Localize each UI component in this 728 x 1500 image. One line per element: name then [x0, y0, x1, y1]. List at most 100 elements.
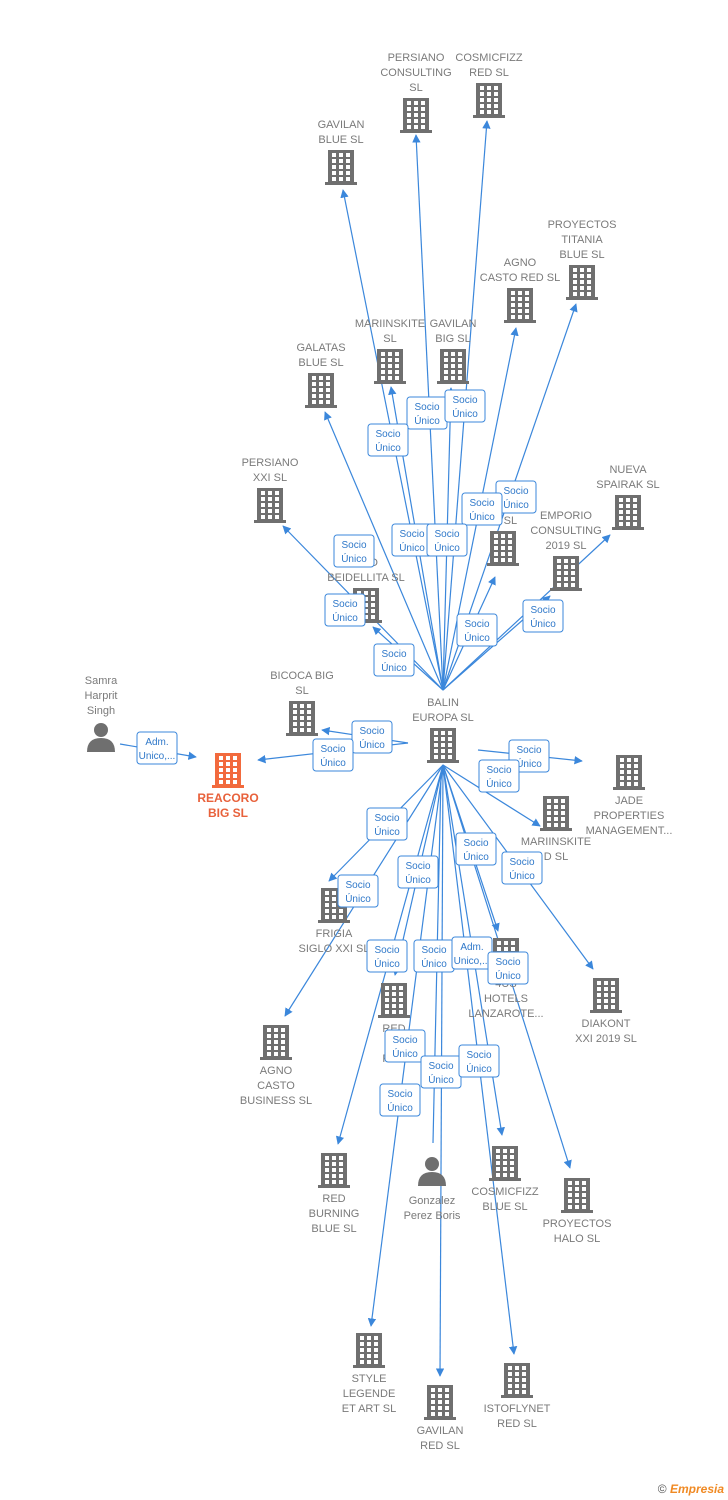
edge-label-text: Único — [359, 738, 385, 751]
node-label: CONSULTING — [530, 525, 601, 537]
node-gavilan-blue[interactable]: GAVILAN BLUE SL — [318, 119, 365, 185]
node-label: XXI 2019 SL — [575, 1033, 637, 1045]
building-icon — [254, 488, 286, 523]
edge-label-text: Único — [320, 756, 346, 769]
edge-label-text: Único — [464, 631, 490, 644]
node-label: BLUE SL — [311, 1223, 356, 1235]
edge-label-text: Socio — [399, 529, 424, 540]
node-mariinskite-red[interactable]: MARIINSKITE D SL — [521, 796, 591, 863]
node-jade[interactable]: JADEPROPERTIESMANAGEMENT... — [586, 755, 673, 837]
edge-labels-layer: SocioÚnicoSocioÚnicoSocioÚnicoSocioÚnico… — [136, 389, 564, 1117]
node-label: SIGLO XXI SL — [299, 943, 370, 955]
edge-label[interactable]: Adm.Unico,... — [451, 936, 493, 970]
edge-label-text: Único — [486, 777, 512, 790]
node-label: STYLE — [352, 1373, 387, 1385]
node-label: RED SL — [497, 1418, 537, 1430]
edge-label-text: Único — [495, 969, 521, 982]
node-label: RED SL — [420, 1440, 460, 1452]
node-label: BLUE SL — [318, 134, 363, 146]
edge-label-text: Único — [503, 498, 529, 511]
building-icon — [318, 1153, 350, 1188]
node-label: GAVILAN — [318, 119, 365, 131]
node-label: D SL — [544, 851, 568, 863]
edge-label-text: Único — [463, 850, 489, 863]
edge-label-box — [487, 951, 529, 985]
edge-label-text: Socio — [530, 605, 555, 616]
footer-brand[interactable]: © Empresia — [658, 1482, 724, 1496]
node-label: MANAGEMENT... — [586, 825, 673, 837]
edge-label-box — [478, 759, 520, 793]
building-icon — [374, 349, 406, 384]
edge-label-text: Único — [374, 825, 400, 838]
building-icon — [424, 1385, 456, 1420]
person-icon — [418, 1157, 446, 1186]
edge-label-text: Socio — [428, 1061, 453, 1072]
node-label: BIG SL — [435, 333, 470, 345]
edge-label-text: Socio — [341, 540, 366, 551]
edge-label[interactable]: Adm.Unico,... — [136, 731, 178, 765]
edge-label-text: Socio — [381, 649, 406, 660]
edge-label-text: Adm. — [145, 737, 168, 748]
edge-label-text: Único — [374, 957, 400, 970]
edge-label-text: Socio — [359, 726, 384, 737]
edge-label-text: Socio — [387, 1089, 412, 1100]
edge-label-text: Socio — [434, 529, 459, 540]
building-icon — [504, 288, 536, 323]
node-label: MARIINSKITE — [521, 836, 591, 848]
building-icon — [566, 265, 598, 300]
building-icon — [489, 1146, 521, 1181]
node-label: RED — [322, 1193, 345, 1205]
